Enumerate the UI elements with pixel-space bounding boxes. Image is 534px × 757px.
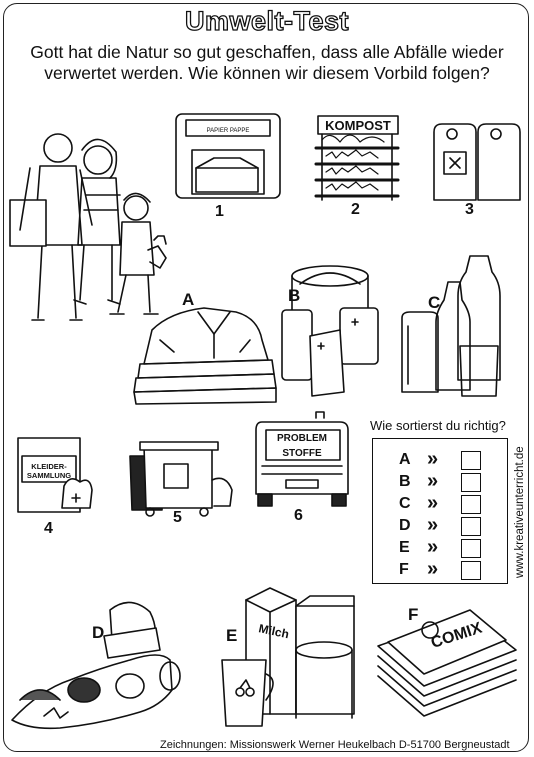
- label-E: E: [226, 626, 238, 645]
- kompost-sign: KOMPOST: [325, 118, 391, 133]
- website-url: www.kreativeunterricht.de: [514, 446, 526, 578]
- compost-heap-2: KOMPOST: [314, 115, 400, 201]
- sort-answer-box: A » B » C » D » E » F »: [372, 438, 508, 584]
- double-arrow-icon: »: [427, 470, 439, 492]
- glass-jars-C: [401, 255, 501, 397]
- glass-containers-3: [433, 123, 521, 201]
- label-A: A: [182, 290, 195, 309]
- answer-box-B[interactable]: [461, 473, 481, 492]
- illustration-credit: Zeichnungen: Missionswerk Werner Heukelb…: [160, 739, 510, 751]
- kleider-sign-line2: SAMMLUNG: [27, 471, 71, 480]
- label-6: 6: [294, 507, 303, 524]
- label-5: 5: [173, 509, 182, 526]
- answer-box-F[interactable]: [461, 561, 481, 580]
- family-illustration: [9, 133, 167, 321]
- intro-text: Gott hat die Natur so gut geschaffen, da…: [10, 42, 524, 84]
- sort-letter: A: [399, 451, 411, 468]
- sort-row-A: A »: [373, 448, 509, 471]
- label-B: B: [288, 286, 301, 305]
- answer-box-D[interactable]: [461, 517, 481, 536]
- sort-row-B: B »: [373, 470, 509, 493]
- sort-row-C: C »: [373, 492, 509, 515]
- sort-letter: E: [399, 539, 410, 556]
- answer-box-A[interactable]: [461, 451, 481, 470]
- magazines-F: COMIX: [377, 609, 517, 717]
- waste-bins-5: [129, 441, 233, 517]
- double-arrow-icon: »: [427, 558, 439, 580]
- intro-line-1: Gott hat die Natur so gut geschaffen, da…: [30, 42, 504, 62]
- label-1: 1: [215, 203, 224, 220]
- double-arrow-icon: »: [427, 536, 439, 558]
- intro-line-2: verwertet werden. Wie können wir diesem …: [44, 63, 490, 83]
- milch-sign: Milch: [257, 621, 290, 641]
- recycling-container-1: PAPIER PAPPE: [175, 113, 281, 199]
- worksheet-title: Umwelt-Test: [184, 5, 350, 36]
- page-frame: [3, 3, 529, 752]
- label-C: C: [428, 293, 441, 312]
- answer-box-C[interactable]: [461, 495, 481, 514]
- problem-sign-line1: PROBLEM: [277, 433, 327, 444]
- clothes-stack-A: [133, 307, 277, 405]
- label-2: 2: [351, 201, 360, 218]
- kleider-sign-line1: KLEIDER-: [31, 462, 67, 471]
- sort-question: Wie sortierst du richtig?: [370, 418, 506, 433]
- sort-letter: C: [399, 495, 411, 512]
- label-4: 4: [44, 520, 53, 537]
- sort-row-D: D »: [373, 514, 509, 537]
- problem-materials-van-6: PROBLEM STOFFE: [255, 411, 349, 507]
- label-F: F: [408, 605, 419, 624]
- cans-batteries-B: [281, 265, 379, 397]
- problem-sign-line2: STOFFE: [282, 448, 322, 459]
- sort-row-E: E »: [373, 536, 509, 559]
- double-arrow-icon: »: [427, 514, 439, 536]
- organic-waste-D: [11, 601, 181, 730]
- label-3: 3: [465, 201, 474, 218]
- clothing-collection-box-4: KLEIDER- SAMMLUNG: [17, 437, 93, 513]
- sort-letter: F: [399, 561, 409, 578]
- packaging-E: Milch: [221, 587, 355, 727]
- sort-letter: B: [399, 473, 411, 490]
- sort-letter: D: [399, 517, 411, 534]
- label-D: D: [92, 623, 105, 642]
- double-arrow-icon: »: [427, 492, 439, 514]
- svg-text:PAPIER PAPPE: PAPIER PAPPE: [207, 128, 250, 134]
- sort-row-F: F »: [373, 558, 509, 581]
- answer-box-E[interactable]: [461, 539, 481, 558]
- double-arrow-icon: »: [427, 448, 439, 470]
